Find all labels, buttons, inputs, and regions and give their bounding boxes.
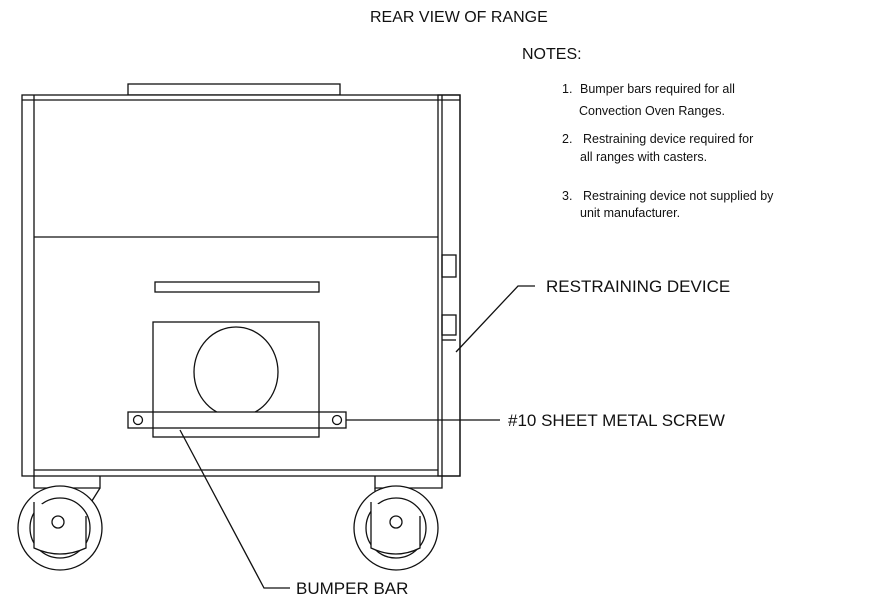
bumper-bar-leader	[179, 429, 290, 589]
bumper-screw-right	[331, 414, 343, 426]
note-1-line-1: Bumper bars required for all	[580, 82, 735, 96]
restraining-device-bracket	[441, 254, 457, 341]
note-3: 3. Restraining device not supplied by un…	[562, 189, 774, 220]
note-1: 1. Bumper bars required for all Convecti…	[562, 82, 735, 118]
right-caster-axle	[389, 515, 403, 529]
bumper-bar	[127, 411, 347, 429]
sheet-metal-screw-label: #10 SHEET METAL SCREW	[508, 411, 725, 430]
bumper-bar-plate	[127, 411, 347, 429]
note-2-line-1: Restraining device required for	[583, 132, 753, 146]
flue-opening	[193, 326, 279, 418]
note-2-number: 2.	[562, 132, 572, 146]
diagram-title: REAR VIEW OF RANGE	[370, 9, 548, 26]
bumper-bar-label: BUMPER BAR	[296, 579, 408, 598]
right-caster	[353, 476, 443, 571]
access-plate	[152, 321, 320, 438]
right-side-panel	[437, 94, 461, 477]
vent-slot	[154, 281, 320, 293]
note-3-number: 3.	[562, 189, 572, 203]
notes-heading: NOTES:	[522, 46, 582, 63]
right-caster-hub	[365, 497, 427, 559]
restraining-device-label: RESTRAINING DEVICE	[546, 277, 730, 296]
bracket-lower	[441, 314, 457, 336]
note-2-line-2: all ranges with casters.	[580, 150, 707, 164]
left-caster-hub	[29, 497, 91, 559]
bracket-upper	[441, 254, 457, 278]
left-caster-axle	[51, 515, 65, 529]
note-1-number: 1.	[562, 82, 572, 96]
note-1-line-2: Convection Oven Ranges.	[579, 104, 725, 118]
left-caster	[17, 476, 103, 571]
right-caster-plate	[374, 476, 443, 489]
bumper-screw-left	[132, 414, 144, 426]
top-flue-strip	[127, 83, 341, 96]
note-3-line-2: unit manufacturer.	[580, 206, 680, 220]
restraining-device-leader	[455, 285, 535, 353]
leader-lines	[179, 285, 535, 589]
note-2: 2. Restraining device required for all r…	[562, 132, 753, 164]
note-3-line-1: Restraining device not supplied by	[583, 189, 774, 203]
